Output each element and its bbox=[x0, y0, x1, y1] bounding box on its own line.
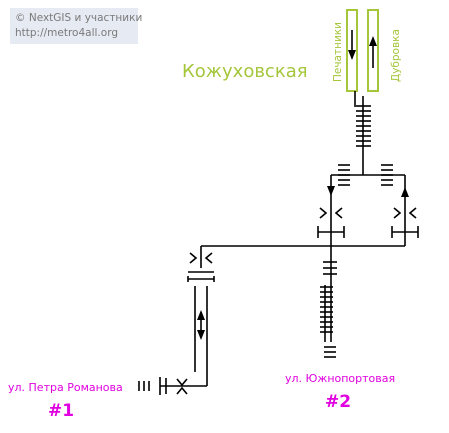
direction-label-right: Дубровка bbox=[390, 29, 402, 82]
exit-1-street: ул. Петра Романова bbox=[8, 381, 123, 394]
copyright-text: © NextGIS и участники bbox=[15, 12, 143, 24]
attribution-box: © NextGIS и участники http://metro4all.o… bbox=[10, 8, 143, 44]
station-name: Кожуховская bbox=[182, 61, 308, 82]
turnstile-icon bbox=[317, 207, 345, 238]
arrow-up-icon bbox=[401, 187, 409, 197]
stairs-icon bbox=[324, 346, 336, 358]
arrow-down-icon bbox=[348, 30, 356, 60]
exit-2-number: #2 bbox=[325, 392, 351, 412]
turnstile-icon bbox=[391, 207, 419, 238]
stairs-icon bbox=[320, 286, 333, 333]
turnstile-icon bbox=[187, 252, 215, 282]
direction-label-left: Печатники bbox=[332, 22, 344, 82]
website-link[interactable]: http://metro4all.org bbox=[15, 27, 118, 39]
stairs-icon bbox=[338, 164, 350, 186]
stairs-icon bbox=[356, 105, 371, 147]
stairs-icon bbox=[381, 164, 393, 186]
arrow-down-icon bbox=[327, 186, 335, 196]
platform-right bbox=[367, 9, 379, 92]
exit-2-street: ул. Южнопортовая bbox=[285, 372, 395, 385]
arrow-up-icon bbox=[369, 36, 377, 68]
stairs-icon bbox=[323, 261, 337, 275]
bidirectional-arrow-icon bbox=[197, 310, 205, 340]
exit-1-number: #1 bbox=[48, 401, 74, 421]
turnstile-icon bbox=[176, 378, 188, 395]
platform-left bbox=[346, 9, 358, 92]
stairs-icon bbox=[138, 377, 167, 395]
